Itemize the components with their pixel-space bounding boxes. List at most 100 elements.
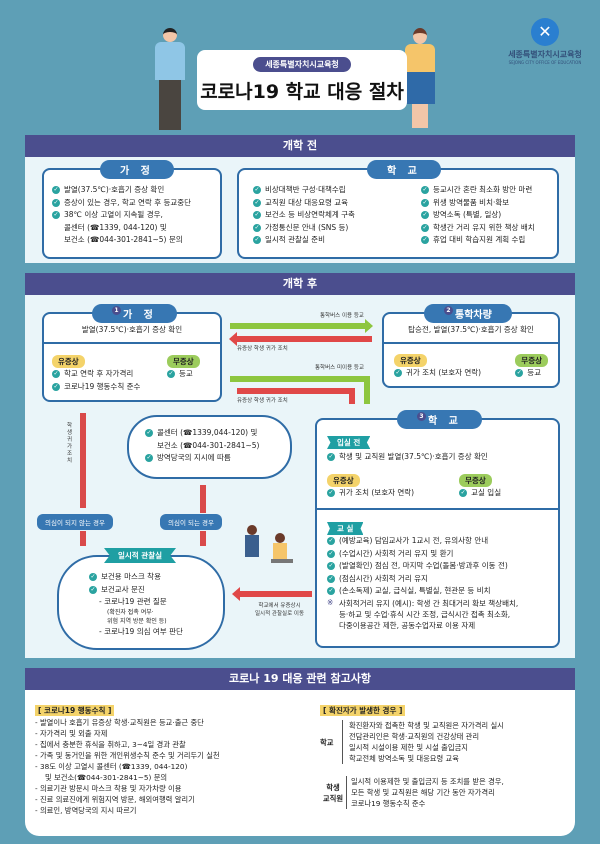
arrow-nobus-down: [364, 376, 370, 404]
list-item: 가정통신문 안내 (SNS 등): [253, 222, 403, 235]
school-label: 학 교: [367, 160, 441, 179]
arrow-head: [229, 332, 237, 346]
list-item: - 집에서 충분한 휴식을 취하고, 3~4일 경과 관찰: [35, 740, 186, 749]
arrow-label: 유증상 학생 귀가 조치: [237, 398, 288, 404]
section-title: 코로나 19 대응 관련 참고사항: [25, 668, 575, 690]
before-home-box: 가 정 발열(37.5℃)·호흡기 증상 확인 증상이 있는 경우, 학교 연락…: [42, 160, 222, 259]
list-item: (발열확인) 점심 전, 마지막 수업(돌봄·방과후 이동 전): [327, 560, 548, 573]
people-label: 학생 교직원: [322, 782, 344, 803]
list-item: 학교 연락 후 자가격리: [52, 368, 157, 381]
no-symptom-tag: 무증상: [459, 473, 492, 487]
home-label: 가 정: [123, 310, 157, 321]
list-item: 콜센터 (☎1339,044-120) 및: [145, 427, 290, 440]
list-item: 학생 및 교직원 발열(37.5℃)·호흡기 증상 확인: [327, 451, 548, 464]
observation-label: 일시적 관찰실: [104, 548, 177, 563]
list-item: 등교: [515, 367, 548, 380]
list-item: 일시적 관찰실 준비: [253, 234, 403, 247]
confirmed-list: [ 확진자가 발생한 경우 ] 학교 확진환자와 접촉한 학생 및 교직원은 자…: [320, 698, 570, 809]
arrow-nobus-return: [237, 388, 355, 394]
sub-item: 위험 지역 방문 확인 등): [107, 618, 167, 625]
section-before: 개학 전 가 정 발열(37.5℃)·호흡기 증상 확인 증상이 있는 경우, …: [25, 135, 575, 263]
arrow-student-return: [80, 413, 86, 508]
list-item: 등교시간 혼란 최소화 방안 마련: [421, 184, 535, 197]
list-item-cont: 보건소 (☎044-301-2841~5) 문의: [64, 234, 183, 244]
arrow-nobus-go: [230, 376, 370, 382]
observation-box: 일시적 관찰실 보건용 마스크 착용 보건교사 문진 - 코로나19 관련 질문…: [57, 548, 225, 650]
arrow-head: [365, 319, 373, 333]
list-item: 보건소 등 비상연락체계 구축: [253, 209, 403, 222]
list-item: 등교: [167, 368, 200, 381]
suspected-label: 의심이 되는 경우: [160, 514, 222, 530]
arrow-suspected: [200, 485, 206, 513]
arrow-label: 통학버스 이용 등교: [320, 313, 364, 319]
list-item: 발열(37.5℃)·호흡기 증상 확인: [52, 184, 212, 197]
before-school-box: 학 교 비상대책반 구성·대책수립 교직원 대상 대응요령 교육 보건소 등 비…: [237, 160, 559, 259]
symptom-tag: 유증상: [327, 473, 360, 487]
list-item: 코로나19 행동수칙 준수: [52, 381, 157, 394]
logo-subtext: SEJONG CITY OFFICE OF EDUCATION: [508, 60, 582, 65]
step-number: 3: [417, 412, 426, 421]
list-item: 교실 입실: [459, 487, 501, 500]
list-item: 위생 방역물품 비치·확보: [421, 197, 535, 210]
list-item: - 진료 의료진에게 위험지역 방문, 해외여행력 알리기: [35, 795, 195, 804]
symptom-tag: 유증상: [52, 355, 85, 368]
step-number: 1: [112, 306, 121, 315]
section-title: 개학 전: [25, 135, 575, 157]
list-item: 모든 학생 및 교직원은 해당 기간 동안 자가격리: [351, 788, 495, 797]
list-item: 증상이 있는 경우, 학교 연락 후 등교중단: [52, 197, 212, 210]
list-item: 보건교사 문진: [89, 584, 223, 597]
arrow-nobus-up: [349, 388, 355, 404]
bus-check: 탑승전, 발열(37.5℃)·호흡기 증상 확인: [384, 314, 558, 344]
list-item: 일시적 이용제한 및 출입금지 등 조치를 받은 경우,: [351, 777, 504, 786]
list-item: (수업시간) 사회적 거리 유지 및 환기: [327, 548, 548, 561]
list-item: 교직원 대상 대응요령 교육: [253, 197, 403, 210]
no-symptom-tag: 무증상: [515, 354, 548, 367]
no-symptom-tag: 무증상: [167, 355, 200, 368]
list-item: 학생간 거리 유지 위한 책상 배치: [421, 222, 535, 235]
list-item: 귀가 조치 (보호자 연락): [327, 487, 414, 500]
arrow-bus-return: [237, 336, 372, 342]
list-item: (손소독제) 교실, 급식실, 특별실, 현관문 등 비치: [327, 585, 548, 598]
school-label: 학 교: [428, 416, 462, 427]
list-item: - 의료기관 방문시 마스크 착용 및 자가차량 이용: [35, 784, 182, 793]
title-card: 세종특별자치시교육청 코로나19 학교 대응 절차: [197, 50, 407, 110]
list-item-cont: 보건소 (☎044-301-2841~5): [157, 440, 260, 450]
list-item: 학교전체 방역소독 및 대응요령 교육: [349, 754, 459, 763]
org-pill: 세종특별자치시교육청: [253, 57, 351, 72]
list-item-cont: 콜센터 (☎1339, 044-120) 및: [64, 222, 167, 232]
sub-item: (확진자 접촉 여부·: [107, 609, 154, 616]
step-number: 2: [444, 306, 453, 315]
rules-title: [ 코로나19 행동수칙 ]: [35, 705, 115, 716]
list-item: (점심시간) 사회적 거리 유지: [327, 573, 548, 586]
arrow-head: [232, 587, 240, 601]
home-check: 발열(37.5℃)·호흡기 증상 확인: [44, 314, 220, 344]
arrow-label: 통학버스 미이용 등교: [315, 365, 365, 371]
section-title: 개학 후: [25, 273, 575, 295]
list-item: - 의료인, 방역당국의 지시 따르기: [35, 806, 137, 815]
list-item: (예방교육) 담임교사가 1교시 전, 유의사항 안내: [327, 535, 548, 548]
list-item: 확진환자와 접촉한 학생 및 교직원은 자가격리 실시: [349, 721, 504, 730]
logo: ✕ 세종특별자치시교육청 SEJONG CITY OFFICE OF EDUCA…: [505, 18, 585, 65]
rules-list: [ 코로나19 행동수칙 ] - 발열이나 호흡기 유증상 학생·교직원은 등교…: [35, 698, 305, 816]
symptom-tag: 유증상: [394, 354, 427, 367]
arrow-to-observation: [240, 591, 312, 597]
callcenter-box: 콜센터 (☎1339,044-120) 및 보건소 (☎044-301-2841…: [127, 415, 292, 479]
list-item: 및 보건소(☎044-301-2841~5) 문의: [45, 773, 168, 782]
not-suspected-label: 의심이 되지 않는 경우: [37, 514, 114, 530]
section-reference: 코로나 19 대응 관련 참고사항 [ 코로나19 행동수칙 ] - 발열이나 …: [25, 668, 575, 836]
confirmed-title: [ 확진자가 발생한 경우 ]: [320, 705, 406, 716]
woman-illustration: [405, 28, 435, 136]
list-item: - 38도 이상 고열시 콜센터 (☎1339, 044-120): [35, 762, 188, 771]
man-illustration: [155, 28, 185, 136]
page-title: 코로나19 학교 대응 절차: [200, 81, 404, 103]
list-item: 방역당국의 지시에 따름: [145, 452, 290, 465]
logo-text: 세종특별자치시교육청: [508, 50, 582, 59]
list-item: 휴업 대비 학습지원 계획 수립: [421, 234, 535, 247]
list-item: 전담관리인은 학생·교직원의 건강상태 관리: [349, 732, 480, 741]
list-item: - 자가격리 및 외출 자제: [35, 729, 108, 738]
list-item: 비상대책반 구성·대책수립: [253, 184, 403, 197]
after-school-box: 3학 교 입실 전 학생 및 교직원 발열(37.5℃)·호흡기 증상 확인 유…: [315, 410, 560, 648]
classroom-label: 교 실: [327, 522, 364, 535]
list-item: 귀가 조치 (보호자 연락): [394, 367, 481, 380]
